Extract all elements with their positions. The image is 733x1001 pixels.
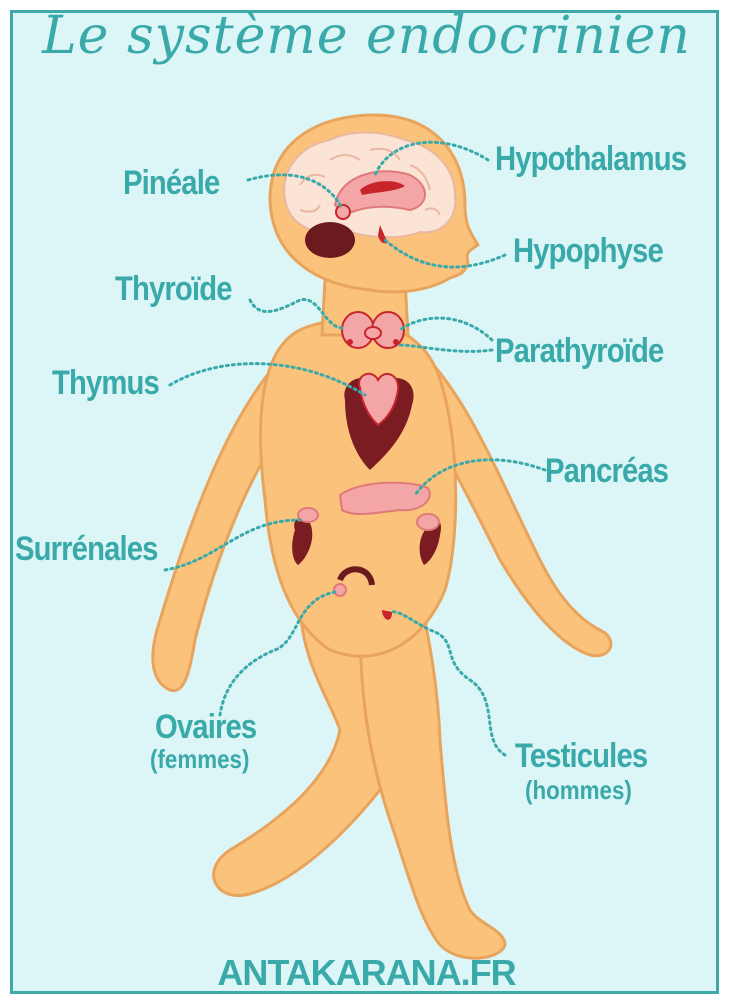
label-pancreas: Pancréas (545, 452, 668, 491)
label-parathyroide: Parathyroïde (495, 332, 663, 371)
label-testicules: Testicules (515, 737, 647, 776)
label-pineale: Pinéale (123, 164, 219, 203)
label-testicules-note: (hommes) (525, 775, 632, 806)
website-footer: ANTAKARANA.FR (0, 952, 733, 994)
pancreas (340, 483, 430, 514)
label-thymus: Thymus (52, 364, 159, 403)
label-ovaires: Ovaires (155, 708, 256, 747)
label-thyroide: Thyroïde (115, 270, 232, 309)
label-surrenales: Surrénales (15, 530, 158, 569)
page-title: Le système endocrinien (0, 6, 733, 66)
label-ovaires-note: (femmes) (150, 744, 249, 775)
label-hypothalamus: Hypothalamus (495, 140, 686, 179)
label-hypophyse: Hypophyse (513, 232, 663, 271)
